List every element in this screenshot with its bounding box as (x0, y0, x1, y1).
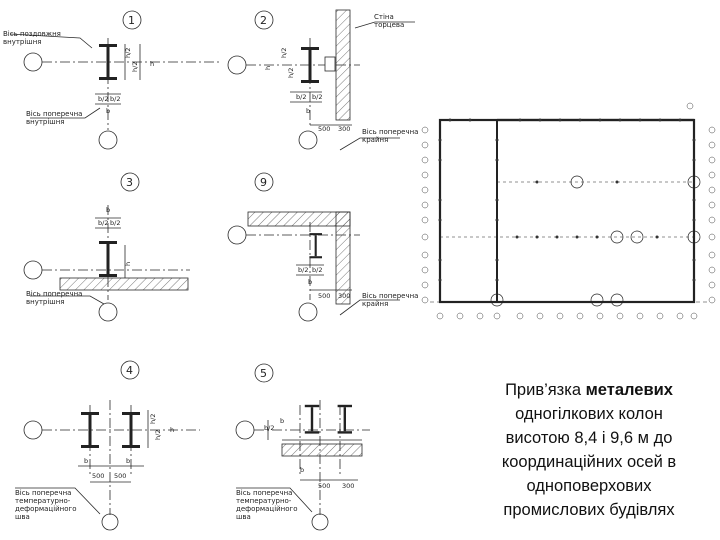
caption-line-3: висотою 8,4 і 9,6 м до (505, 429, 673, 447)
dim-b2: b/2 (312, 93, 322, 101)
d2-wall-label-line2: торцева (374, 21, 404, 29)
d5-axis-label-line4: шва (236, 513, 251, 521)
caption-line-1: Прив’язка металевих (470, 378, 708, 402)
dim-h2: h/2 (287, 68, 295, 78)
dim-b: b (306, 107, 310, 115)
d2-axis-label-line2: крайня (362, 136, 388, 144)
dim-h2: h/2 (124, 48, 132, 58)
detail-3-number: 3 (126, 176, 133, 189)
caption-line-1-pre: Прив’язка (505, 381, 586, 399)
caption-line-4: координаційних осей в (501, 453, 677, 471)
dim-b2: b/2 (98, 95, 108, 103)
dim-b2: b/2 (110, 219, 120, 227)
d9-axis-label-line2: крайня (362, 300, 388, 308)
detail-2-number: 2 (260, 14, 267, 27)
d3-axis-label-line1: Вісь поперечна (26, 290, 82, 298)
axis-bubble-longitudinal (23, 52, 43, 72)
d2-wall-label-line1: Стіна (374, 13, 394, 21)
dim-b: b (84, 457, 88, 465)
dim-h: h (150, 60, 154, 68)
detail-9 (227, 172, 400, 322)
d9-axis-label-line1: Вісь поперечна (362, 292, 418, 300)
dim-b2: b/2 (312, 266, 322, 274)
dim-b: b (280, 417, 284, 425)
caption-line-6: промислових будівлях (503, 501, 675, 519)
plan-axis-ticks (438, 118, 696, 282)
dim-b: b (308, 278, 312, 286)
d1-axis-label-line2: внутрішня (26, 118, 65, 126)
dim-h2: h/2 (280, 48, 288, 58)
caption-line-1-bold: металевих (585, 381, 673, 399)
dim-500: 500 (318, 292, 330, 300)
d5-axis-label-line3: деформаційного (236, 505, 298, 513)
detail-1-marker (122, 10, 142, 30)
dim-b: b (300, 466, 304, 474)
d4-axis-label-line4: шва (15, 513, 30, 521)
d1-axis-label-line1: Вісь поперечна (26, 110, 82, 118)
d3-axis-label-line2: внутрішня (26, 298, 65, 306)
d5-axis-label-line1: Вісь поперечна (236, 489, 292, 497)
detail-2 (227, 9, 415, 151)
dim-b: b (106, 107, 110, 115)
dim-b2: b/2 (296, 93, 306, 101)
dim-h: h (124, 262, 132, 266)
building-plan (430, 118, 710, 307)
dim-b2: b/2 (98, 219, 108, 227)
detail-1-number: 1 (128, 14, 135, 27)
detail-5 (235, 363, 370, 531)
d5-axis-label-line2: температурно- (236, 497, 292, 505)
detail-4 (15, 360, 200, 531)
dim-500: 500 (114, 472, 126, 480)
dim-300: 300 (338, 292, 350, 300)
dim-300: 300 (342, 482, 354, 490)
detail-3 (23, 172, 190, 322)
dim-500: 500 (92, 472, 104, 480)
dim-h2: h/2 (149, 414, 157, 424)
dim-b: b (106, 206, 110, 214)
detail-4-number: 4 (126, 364, 133, 377)
dim-500: 500 (318, 125, 330, 133)
caption-line-5: одноповерхових (526, 477, 652, 495)
d4-axis-label-line3: деформаційного (15, 505, 77, 513)
dim-h2: h/2 (131, 62, 139, 72)
plan-outer-bubbles (421, 102, 716, 320)
dim-500: 500 (318, 482, 330, 490)
detail-5-number: 5 (260, 367, 267, 380)
dim-b2: b/2 (110, 95, 120, 103)
d1-label-line1: Вісь поздовжня (3, 30, 61, 38)
d4-axis-label-line2: температурно- (15, 497, 71, 505)
dim-300: 300 (338, 125, 350, 133)
dim-h2: h/2 (154, 430, 162, 440)
d4-axis-label-line1: Вісь поперечна (15, 489, 71, 497)
d1-label-line2: внутрішня (3, 38, 42, 46)
dim-b2: b/2 (264, 424, 274, 432)
dim-h: h (170, 426, 174, 434)
detail-1 (9, 10, 220, 150)
caption-line-2: одногілкових колон (515, 405, 663, 423)
d2-axis-label-line1: Вісь поперечна (362, 128, 418, 136)
dim-b2: b/2 (298, 266, 308, 274)
detail-9-number: 9 (260, 176, 267, 189)
dim-h: h (264, 66, 272, 70)
caption: Прив’язка металевих одногілкових колон в… (470, 378, 708, 522)
dim-b: b (126, 457, 130, 465)
